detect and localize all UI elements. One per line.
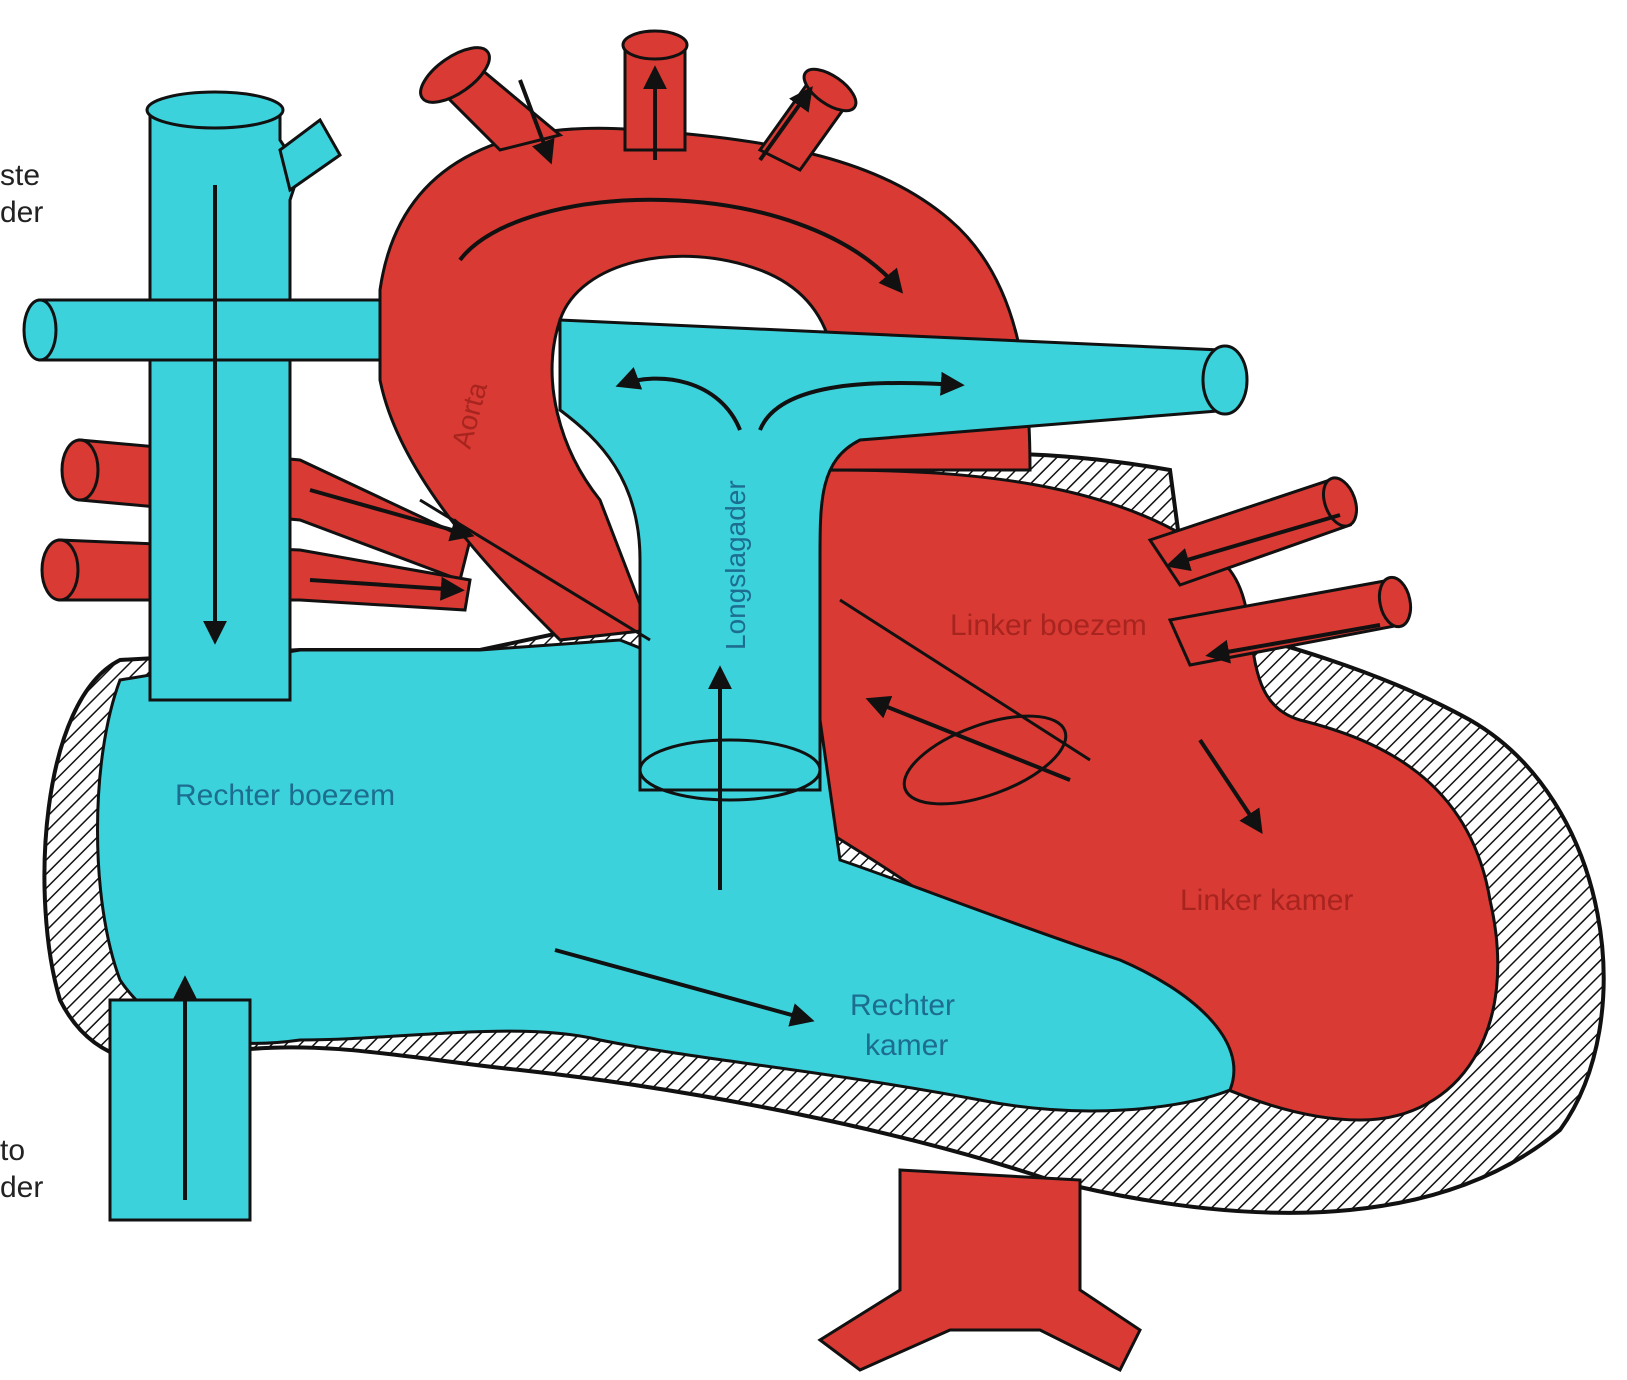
label-right-ventricle-line1: Rechter xyxy=(850,989,955,1022)
label-left-ventricle: Linker kamer xyxy=(1180,884,1353,917)
descending-aorta xyxy=(820,1170,1140,1370)
label-sup-vena-line2: der xyxy=(0,196,43,229)
label-right-atrium: Rechter boezem xyxy=(175,779,395,812)
label-pulmonary-artery: Longslagader xyxy=(720,480,751,650)
superior-vena-cava-opening xyxy=(147,92,283,128)
superior-vena-cava xyxy=(150,110,300,700)
label-inf-vena-line1: to xyxy=(0,1134,25,1167)
pulmonary-artery-end xyxy=(1203,346,1247,414)
brachiocephalic-vein xyxy=(40,300,380,360)
label-inf-vena-line2: der xyxy=(0,1171,43,1204)
label-left-atrium: Linker boezem xyxy=(950,609,1147,642)
label-sup-vena-line1: ste xyxy=(0,159,40,192)
svc-branch xyxy=(280,120,340,190)
inferior-vena-cava xyxy=(110,1000,250,1220)
pulmonary-veins-right xyxy=(1150,473,1415,665)
label-right-ventricle-line2: kamer xyxy=(865,1029,948,1062)
